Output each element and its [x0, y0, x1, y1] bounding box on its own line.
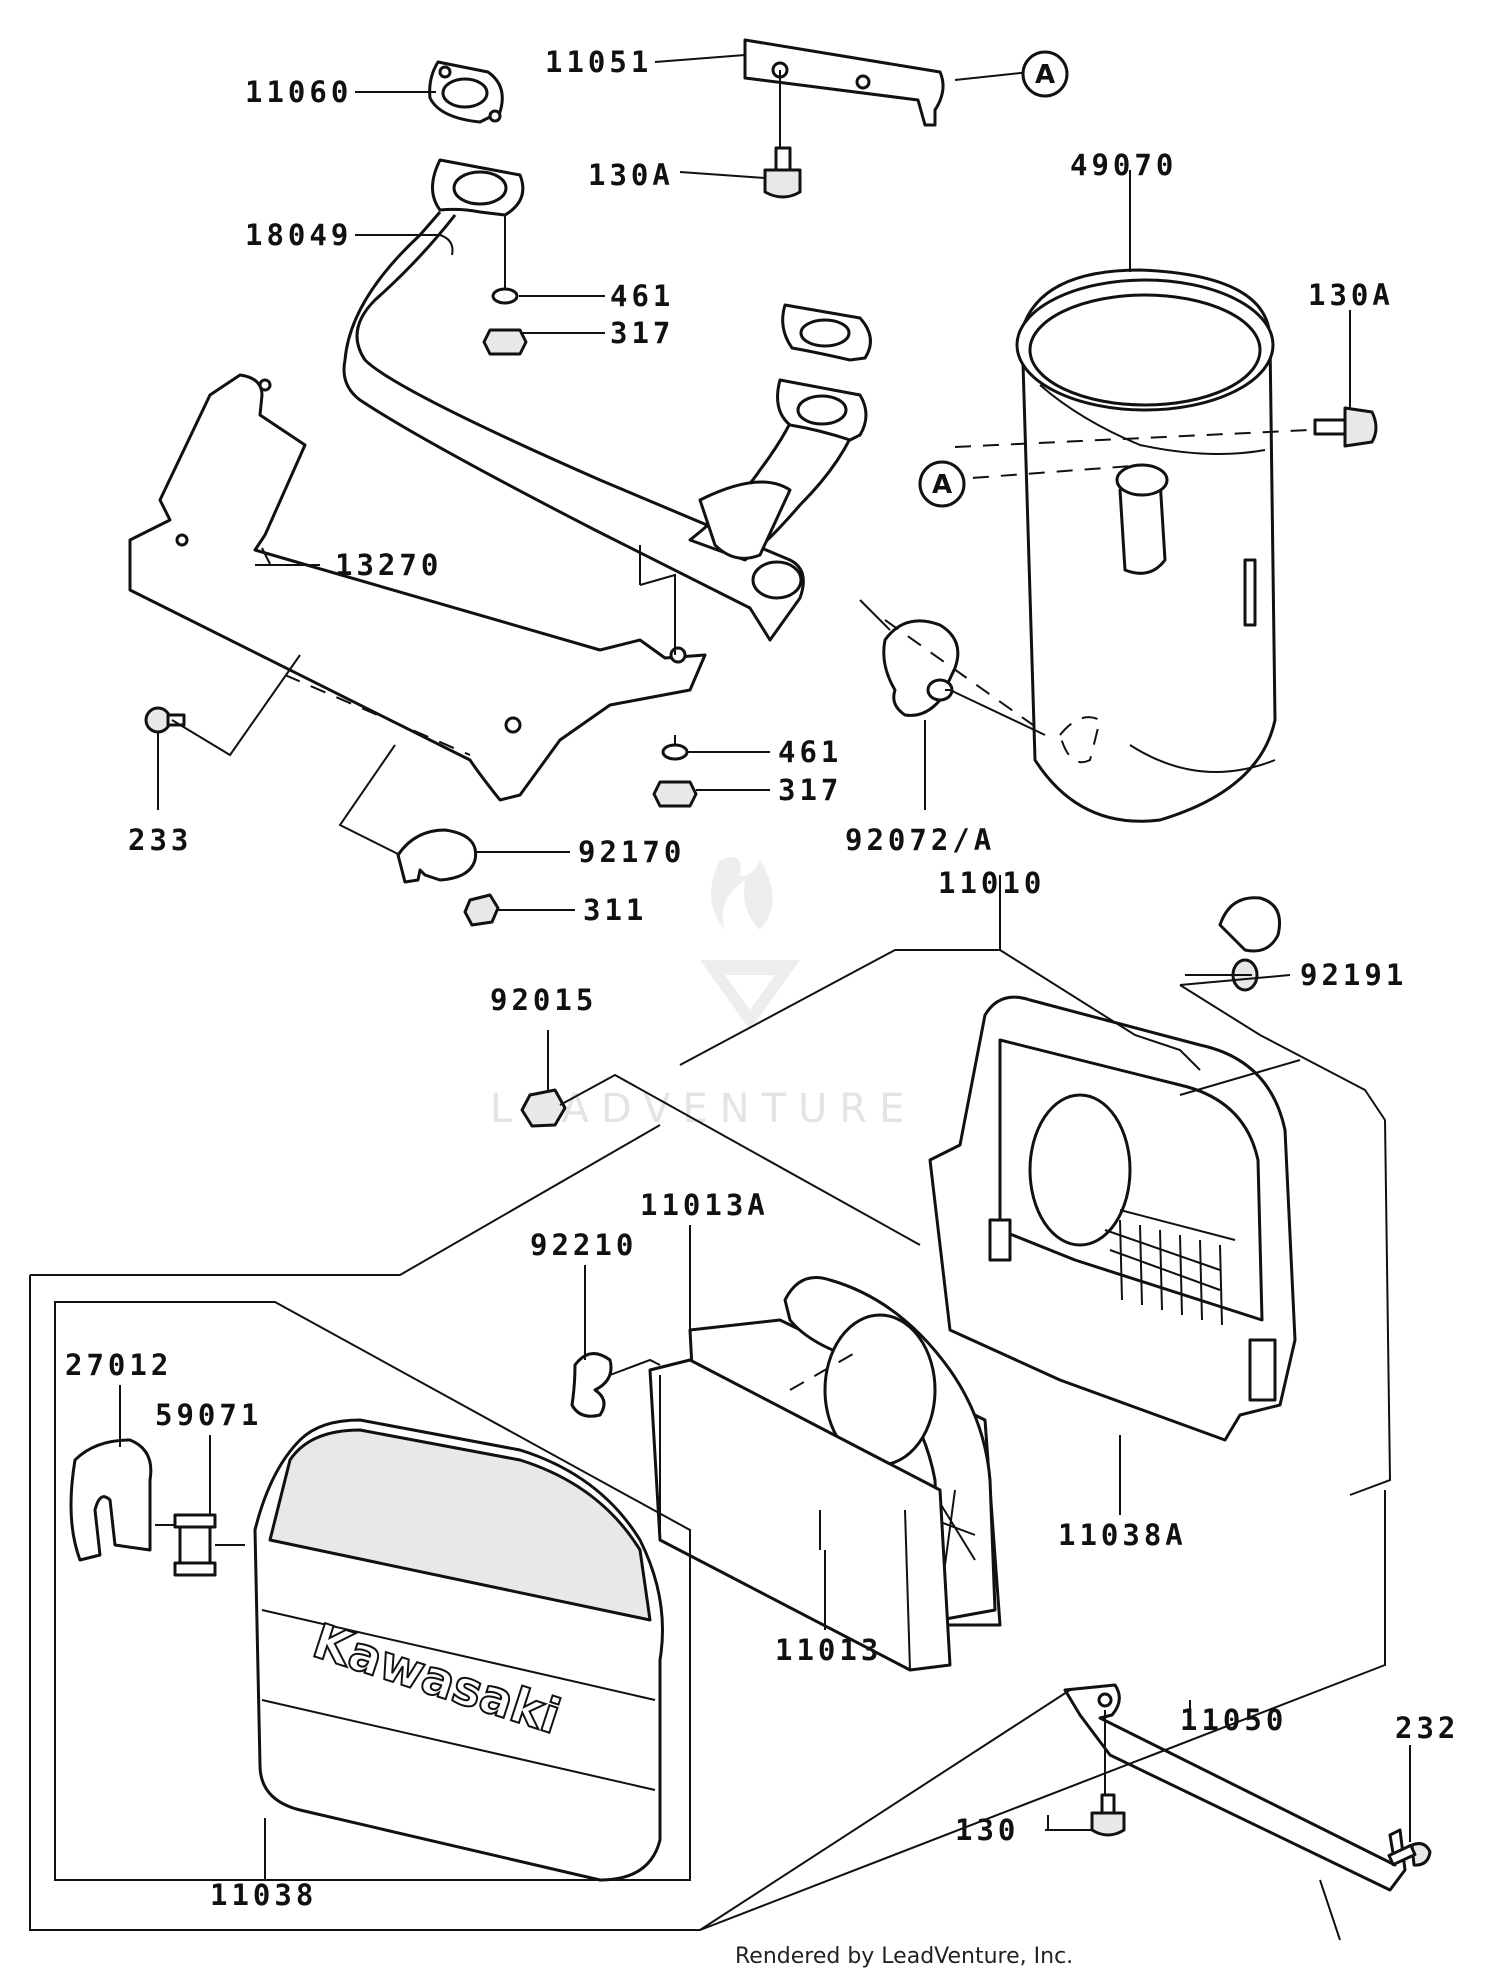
clip-92210	[570, 1352, 613, 1418]
label-18049: 18049	[245, 218, 352, 252]
label-92170: 92170	[578, 835, 685, 869]
bracket-11051	[743, 38, 945, 127]
label-11060: 11060	[245, 75, 352, 109]
label-11013A: 11013A	[640, 1188, 769, 1222]
label-27012: 27012	[65, 1348, 172, 1382]
clip-27012	[69, 1438, 153, 1562]
label-461-top: 461	[610, 279, 674, 313]
lockwasher-461-top	[491, 287, 519, 305]
bolt-130A-top	[763, 146, 802, 199]
bolt-130A-right	[1313, 406, 1378, 448]
muffler-49070	[1015, 268, 1277, 823]
label-11050: 11050	[1180, 1703, 1287, 1737]
filter-base-11038A	[928, 995, 1297, 1442]
label-92015: 92015	[490, 983, 597, 1017]
screw-232	[1387, 1842, 1432, 1867]
label-317-mid: 317	[778, 773, 842, 807]
bolt-130	[1090, 1793, 1126, 1837]
leader-lines	[29, 54, 1411, 1941]
exhaust-pipe-18049	[342, 158, 868, 642]
label-92072A: 92072/A	[845, 823, 995, 857]
part-labels: 11060 11051 130A 49070 18049 461 317 130…	[65, 45, 1459, 1912]
clamp-92072A	[882, 619, 960, 717]
nut-92015	[520, 1088, 567, 1128]
lockwasher-461-mid	[661, 743, 689, 761]
heat-shield-13270	[128, 373, 707, 802]
watermark-logo	[700, 857, 800, 1030]
gasket-11060	[428, 60, 504, 124]
render-credit: Rendered by LeadVenture, Inc.	[735, 1944, 1073, 1969]
fastener-59071	[173, 1513, 217, 1577]
ref-a-mid-label: A	[932, 470, 952, 500]
label-11038: 11038	[210, 1878, 317, 1912]
label-130A-top: 130A	[588, 158, 674, 192]
label-311: 311	[583, 893, 647, 927]
nut-317-mid	[652, 780, 698, 808]
label-233: 233	[128, 823, 192, 857]
bracket-11050	[1063, 1683, 1407, 1892]
label-232: 232	[1395, 1711, 1459, 1745]
nut-311	[463, 893, 500, 927]
nut-317-top	[482, 328, 528, 356]
gasket-exhaust-right	[781, 303, 872, 362]
label-11013: 11013	[775, 1633, 882, 1667]
label-461-mid: 461	[778, 735, 842, 769]
label-13270: 13270	[335, 548, 442, 582]
label-49070: 49070	[1070, 148, 1177, 182]
screw-233	[144, 706, 186, 734]
label-11010: 11010	[938, 866, 1045, 900]
label-11038A: 11038A	[1058, 1518, 1187, 1552]
label-317-top: 317	[610, 316, 674, 350]
cover-11038: Kawasaki	[253, 1418, 664, 1882]
ref-marker-a-mid: A	[918, 460, 966, 508]
clamp-92170	[396, 828, 478, 884]
label-92191: 92191	[1300, 958, 1407, 992]
ref-a-top-label: A	[1035, 60, 1055, 90]
label-59071: 59071	[155, 1398, 262, 1432]
label-92210: 92210	[530, 1228, 637, 1262]
label-130A-right: 130A	[1308, 278, 1394, 312]
ref-marker-a-top: A	[1021, 50, 1069, 98]
label-11051: 11051	[545, 45, 652, 79]
label-130: 130	[955, 1813, 1019, 1847]
